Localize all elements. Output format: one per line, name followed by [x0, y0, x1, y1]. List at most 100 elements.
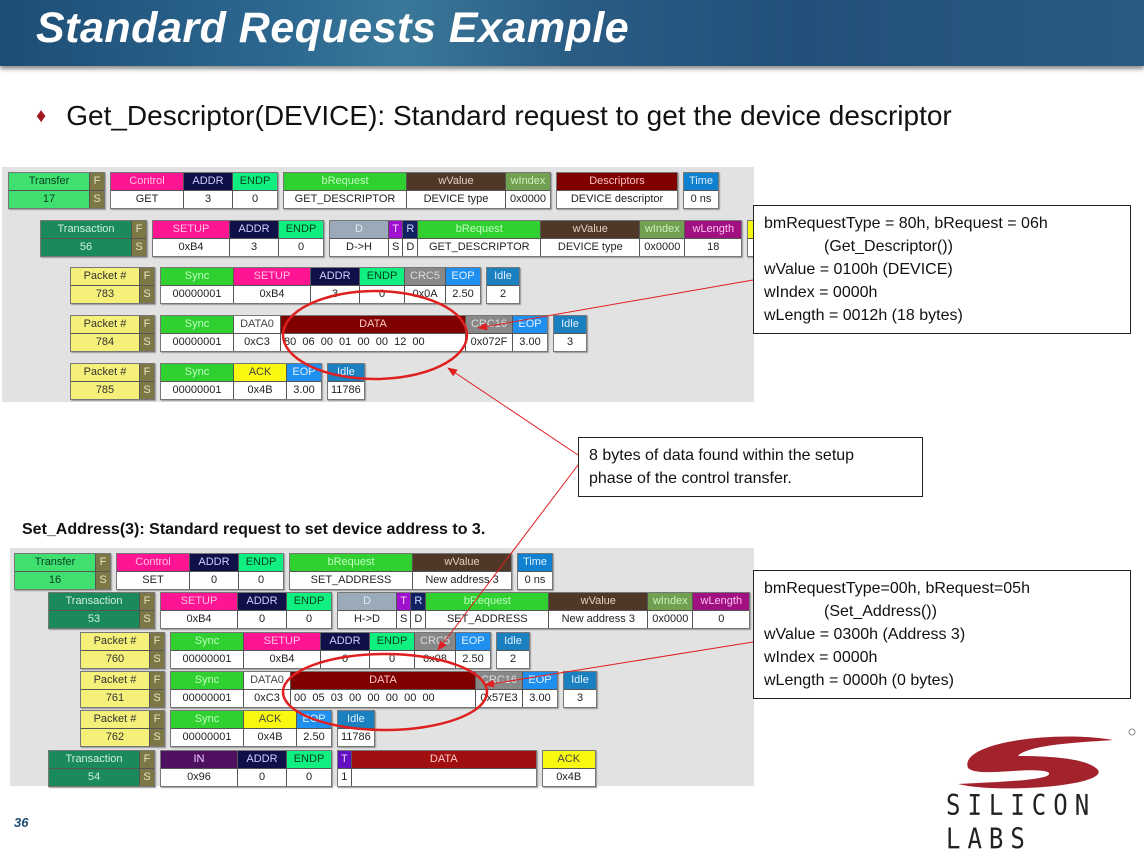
field-packet[interactable]: Packet #783 [71, 268, 140, 303]
field-packet[interactable]: Packet #785 [71, 364, 140, 399]
field-packet[interactable]: Packet #784 [71, 316, 140, 351]
field-header: D [330, 221, 388, 238]
field-header: Packet # [81, 633, 149, 650]
field-data[interactable]: DATA [351, 751, 536, 786]
field-packet[interactable]: Packet #761 [81, 672, 150, 707]
field-header: DATA0 [244, 672, 290, 689]
field-packet[interactable]: Packet #760 [81, 633, 150, 668]
field-header: T [338, 751, 351, 768]
field-packet[interactable]: Packet #762 [81, 711, 150, 746]
